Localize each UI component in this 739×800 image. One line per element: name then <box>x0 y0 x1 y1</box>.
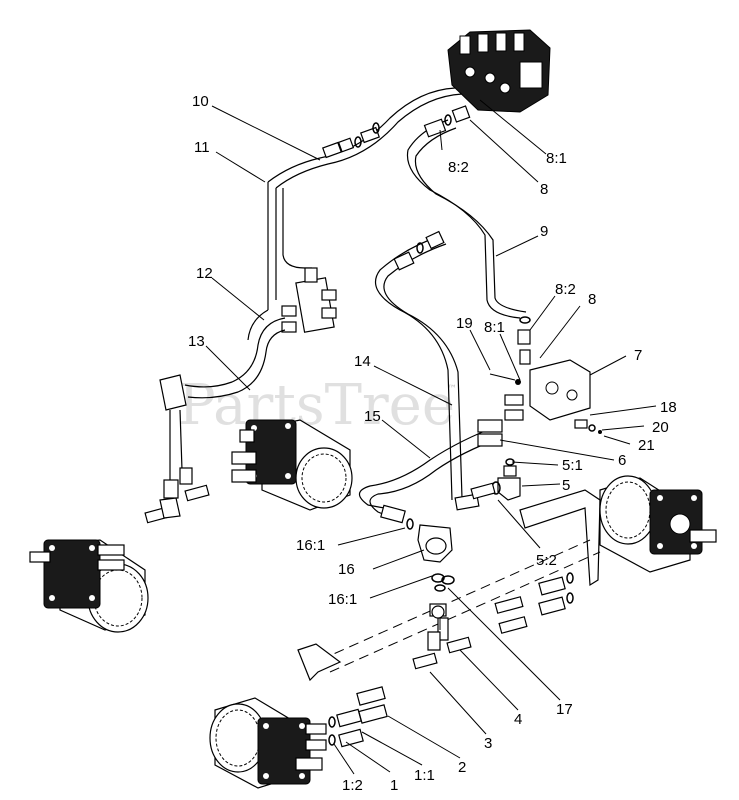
elbow-5 <box>470 458 521 501</box>
callout-14: 14 <box>354 353 371 370</box>
flow-divider-12 <box>281 267 337 333</box>
frame-bracket <box>297 489 601 682</box>
callout-15: 15 <box>364 408 381 425</box>
callout-1-2: 1:2 <box>342 777 363 794</box>
callout-8-top: 8 <box>540 181 548 198</box>
wheel-motor-middle <box>231 419 353 511</box>
callout-16-1-bot: 16:1 <box>328 591 357 608</box>
watermark-text: PartsTree <box>178 373 455 438</box>
callout-8-2-top: 8:2 <box>448 159 469 176</box>
callout-labels: 10 11 12 13 14 15 8:2 8:1 8 9 8:2 8 19 8… <box>188 93 677 794</box>
callout-5-2: 5:2 <box>536 552 557 569</box>
callout-6: 6 <box>618 452 626 469</box>
callout-11: 11 <box>194 139 210 156</box>
hose-13 <box>184 309 286 399</box>
wheel-motor-right <box>599 475 717 573</box>
leader-lines <box>205 99 657 775</box>
callout-8-1-top: 8:1 <box>546 150 567 167</box>
callout-16-1-top: 16:1 <box>296 537 325 554</box>
fittings-10 <box>322 122 380 159</box>
callout-18: 18 <box>660 399 677 416</box>
callout-16: 16 <box>338 561 355 578</box>
callout-9: 9 <box>540 223 548 240</box>
callout-3: 3 <box>484 735 492 752</box>
callout-2: 2 <box>458 759 466 776</box>
callout-1-1: 1:1 <box>414 767 435 784</box>
bar-fittings <box>412 603 472 670</box>
valve-7 <box>489 316 602 434</box>
hose-14 <box>375 230 480 511</box>
bottom-fittings <box>328 686 388 748</box>
wheel-motor-bottom <box>209 697 327 789</box>
callout-1: 1 <box>390 777 398 794</box>
elbow-16 <box>380 504 455 592</box>
callout-8-1-mid: 8:1 <box>484 319 505 336</box>
callout-19: 19 <box>456 315 473 332</box>
left-elbow-fittings <box>144 374 210 524</box>
control-valve-block <box>447 29 551 113</box>
callout-5: 5 <box>562 477 570 494</box>
callout-12: 12 <box>196 265 213 282</box>
callout-17: 17 <box>556 701 573 718</box>
callout-8-mid: 8 <box>588 291 596 308</box>
right-fittings <box>494 572 574 634</box>
hose-9 <box>406 105 527 319</box>
callout-21: 21 <box>638 437 655 454</box>
callout-20: 20 <box>652 419 669 436</box>
callout-13: 13 <box>188 333 205 350</box>
callout-8-2-mid: 8:2 <box>555 281 576 298</box>
callout-4: 4 <box>514 711 522 728</box>
hose-10-11 <box>267 87 463 310</box>
watermark: PartsTree ™ <box>178 373 457 438</box>
wheel-motor-left <box>29 539 149 633</box>
callout-5-1: 5:1 <box>562 457 583 474</box>
callout-7: 7 <box>634 347 642 364</box>
hose-15 <box>358 419 503 521</box>
callout-10: 10 <box>192 93 209 110</box>
watermark-trademark: ™ <box>447 384 457 395</box>
